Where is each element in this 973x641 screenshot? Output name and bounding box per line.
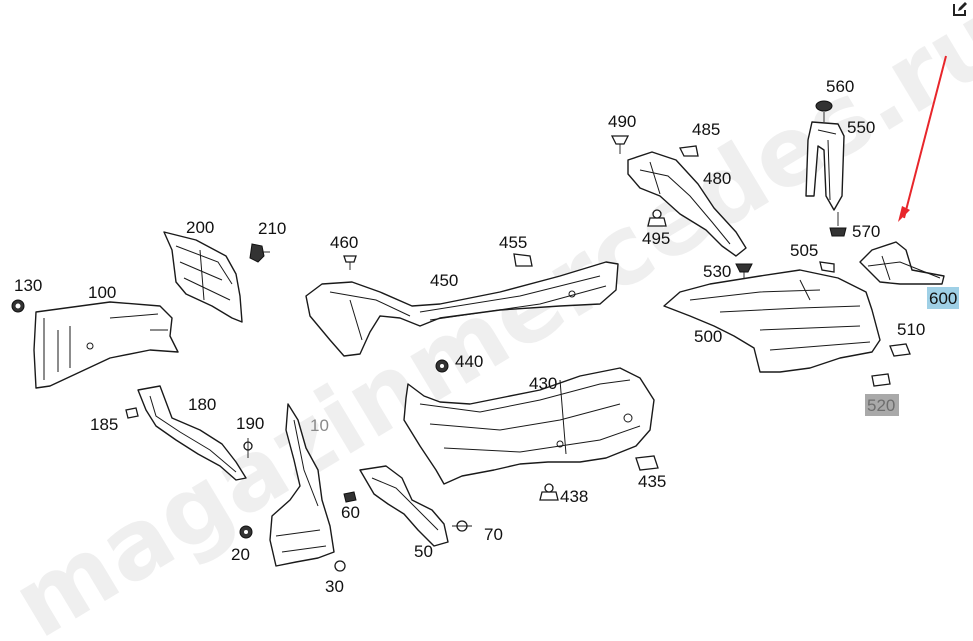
part-185[interactable] (125, 407, 139, 419)
part-200[interactable] (163, 231, 243, 323)
label-450: 450 (430, 271, 458, 290)
part-440[interactable] (435, 359, 449, 373)
label-600[interactable]: 600 (929, 289, 957, 308)
label-550: 550 (847, 118, 875, 137)
label-440: 440 (455, 352, 483, 371)
label-495: 495 (642, 229, 670, 248)
label-185: 185 (90, 415, 118, 434)
label-60: 60 (341, 503, 360, 522)
red-arrow (898, 55, 947, 222)
part-100[interactable] (33, 301, 179, 389)
part-550[interactable] (805, 121, 845, 211)
label-510: 510 (897, 320, 925, 339)
part-10[interactable] (269, 403, 335, 567)
label-180: 180 (188, 395, 216, 414)
part-190[interactable] (243, 438, 253, 458)
label-70: 70 (484, 525, 503, 544)
label-490: 490 (608, 112, 636, 131)
edit-icon[interactable] (951, 0, 969, 18)
part-520[interactable] (871, 373, 891, 387)
label-30: 30 (325, 577, 344, 596)
label-20: 20 (231, 545, 250, 564)
label-520-highlight (865, 394, 899, 416)
label-130: 130 (14, 276, 42, 295)
part-490[interactable] (610, 135, 630, 154)
part-510[interactable] (889, 343, 911, 357)
label-480: 480 (703, 169, 731, 188)
label-505: 505 (790, 241, 818, 260)
part-435[interactable] (635, 455, 659, 471)
label-435: 435 (638, 472, 666, 491)
part-60[interactable] (343, 491, 357, 503)
part-70[interactable] (452, 520, 472, 532)
part-455[interactable] (513, 253, 533, 267)
part-480[interactable] (627, 151, 747, 257)
label-50: 50 (414, 542, 433, 561)
part-505[interactable] (819, 261, 835, 273)
label-570: 570 (852, 222, 880, 241)
part-30[interactable] (334, 560, 346, 572)
label-455: 455 (499, 233, 527, 252)
label-200: 200 (186, 218, 214, 237)
label-530: 530 (703, 262, 731, 281)
part-600[interactable] (859, 241, 945, 285)
part-485[interactable] (679, 145, 699, 157)
label-485: 485 (692, 120, 720, 139)
part-210[interactable] (249, 243, 270, 263)
label-600-highlight (927, 287, 959, 309)
label-500: 500 (694, 327, 722, 346)
label-190: 190 (236, 414, 264, 433)
label-460: 460 (330, 233, 358, 252)
label-438: 438 (560, 487, 588, 506)
label-560: 560 (826, 77, 854, 96)
part-460[interactable] (343, 255, 357, 270)
part-430[interactable] (403, 367, 655, 485)
label-520: 520 (867, 396, 895, 415)
part-50[interactable] (359, 465, 449, 547)
label-100: 100 (88, 283, 116, 302)
part-438[interactable] (539, 483, 559, 501)
part-570[interactable] (829, 212, 847, 237)
label-10: 10 (310, 416, 329, 435)
part-450[interactable] (305, 261, 619, 357)
part-495[interactable] (647, 209, 667, 227)
label-210: 210 (258, 219, 286, 238)
part-500[interactable] (663, 269, 881, 373)
part-560[interactable] (815, 100, 833, 122)
part-180[interactable] (137, 385, 247, 481)
part-130[interactable] (11, 299, 25, 313)
part-20[interactable] (239, 525, 253, 539)
label-430: 430 (529, 374, 557, 393)
